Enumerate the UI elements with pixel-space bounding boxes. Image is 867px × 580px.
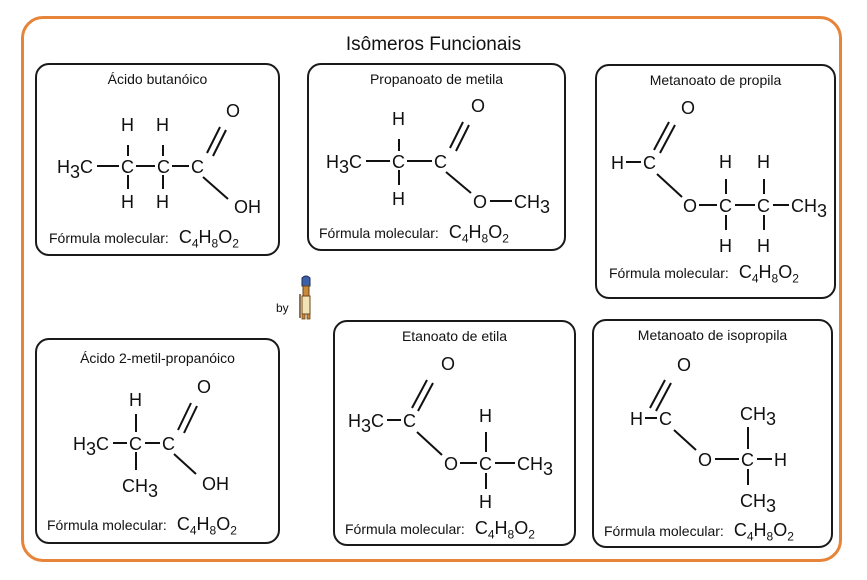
atom-o: O <box>471 96 485 116</box>
atom-c2: C <box>162 434 175 454</box>
atom-o: O <box>197 377 211 397</box>
formula-label: Fórmula molecular: <box>319 225 439 241</box>
card-acido-2-metil-propanoico: Ácido 2-metil-propanóico H3C C H CH3 C O… <box>35 338 280 544</box>
compound-name: Metanoato de isopropila <box>637 327 788 343</box>
card-metanoato-de-propila: Metanoato de propila O H C O C H H C H H… <box>595 64 836 299</box>
atom-h: H <box>630 409 643 429</box>
atom-h: H <box>156 192 169 212</box>
page-title: Isômeros Funcionais <box>345 34 522 55</box>
compound-name: Propanoato de metila <box>369 71 504 87</box>
atom-c2: C <box>157 157 170 177</box>
molecular-formula: Fórmula molecular: C4H8O2 <box>604 520 794 544</box>
formula-label: Fórmula molecular: <box>345 521 465 537</box>
atom-c1: C <box>121 157 134 177</box>
formula-value: C4H8O2 <box>474 518 535 542</box>
atom-h3c: H3C <box>326 152 362 177</box>
atom-h: H <box>121 192 134 212</box>
formula-value: C4H8O2 <box>448 222 509 246</box>
atom-o: O <box>681 98 695 118</box>
atom-ch3: CH3 <box>740 404 776 429</box>
atom-oh: OH <box>202 474 229 494</box>
compound-name: Ácido 2-metil-propanóico <box>80 350 235 366</box>
credit-text: by <box>276 301 289 315</box>
atom-h3c: H3C <box>57 157 93 182</box>
molecular-formula: Fórmula molecular: C4H8O2 <box>345 518 535 542</box>
atom-ch3: CH3 <box>122 476 158 501</box>
molecular-formula: Fórmula molecular: C4H8O2 <box>47 514 237 538</box>
formula-label: Fórmula molecular: <box>604 523 724 539</box>
atom-o: O <box>226 101 240 121</box>
atom-o: O <box>441 354 455 374</box>
formula-label: Fórmula molecular: <box>47 517 167 533</box>
card-etanoato-de-etila: Etanoato de etila O H3C C O C H H CH3 Fó… <box>333 320 576 546</box>
structure-propanoato-de-metila: H3C C H H C O O CH3 <box>326 96 550 217</box>
atom-ch3: CH3 <box>791 196 827 221</box>
formula-label: Fórmula molecular: <box>49 230 169 246</box>
atom-h: H <box>479 406 492 426</box>
atom-oh: OH <box>234 197 261 217</box>
atom-h: H <box>757 152 770 172</box>
structure-etanoato-de-etila: O H3C C O C H H CH3 <box>348 354 553 512</box>
atom-ch3: CH3 <box>514 192 550 217</box>
atom-c3: C <box>191 157 204 177</box>
molecular-formula: Fórmula molecular: C4H8O2 <box>609 262 799 286</box>
compound-name: Metanoato de propila <box>649 72 782 88</box>
compound-name: Ácido butanóico <box>107 71 208 87</box>
atom-h: H <box>392 189 405 209</box>
atom-h: H <box>156 115 169 135</box>
atom-h: H <box>757 236 770 256</box>
atom-o: O <box>473 192 487 212</box>
atom-o: O <box>698 450 712 470</box>
atom-c1: C <box>129 434 142 454</box>
structure-acido-butanoico: H3C C H H C H H C O OH <box>57 101 261 217</box>
formula-value: C4H8O2 <box>178 227 239 251</box>
egyptian-figure-icon <box>299 275 311 320</box>
atom-c: C <box>659 409 672 429</box>
atom-c1: C <box>479 454 492 474</box>
atom-o: O <box>683 196 697 216</box>
molecular-formula: Fórmula molecular: C4H8O2 <box>319 222 509 246</box>
atom-h3c: H3C <box>348 411 384 436</box>
structure-metanoato-de-propila: O H C O C H H C H H CH3 <box>611 98 827 256</box>
structure-metanoato-de-isopropila: O H C O C CH3 H CH3 <box>630 355 787 516</box>
atom-c: C <box>403 411 416 431</box>
atom-h: H <box>129 390 142 410</box>
atom-c1: C <box>392 152 405 172</box>
card-propanoato-de-metila: Propanoato de metila H3C C H H C O O CH3… <box>307 63 566 251</box>
compound-name: Etanoato de etila <box>401 328 508 344</box>
formula-value: C4H8O2 <box>733 520 794 544</box>
atom-h3c: H3C <box>73 434 109 459</box>
atom-o: O <box>444 454 458 474</box>
atom-c1: C <box>741 450 754 470</box>
atom-c1: C <box>719 196 732 216</box>
atom-h: H <box>121 115 134 135</box>
atom-h: H <box>611 153 624 173</box>
atom-c2: C <box>434 152 447 172</box>
molecular-formula: Fórmula molecular: C4H8O2 <box>49 227 239 251</box>
card-acido-butanoico: Ácido butanóico H3C C H H C H H C O OH F… <box>35 63 280 256</box>
atom-h: H <box>719 152 732 172</box>
atom-h: H <box>392 109 405 129</box>
atom-c2: C <box>757 196 770 216</box>
atom-h: H <box>774 450 787 470</box>
card-metanoato-de-isopropila: Metanoato de isopropila O H C O C CH3 H … <box>592 319 833 548</box>
formula-value: C4H8O2 <box>176 514 237 538</box>
atom-c: C <box>643 153 656 173</box>
formula-value: C4H8O2 <box>738 262 799 286</box>
formula-label: Fórmula molecular: <box>609 265 729 281</box>
structure-acido-2-metil-propanoico: H3C C H CH3 C O OH <box>73 377 229 501</box>
atom-ch3: CH3 <box>517 454 553 479</box>
atom-h: H <box>479 492 492 512</box>
atom-ch3: CH3 <box>740 491 776 516</box>
atom-o: O <box>677 355 691 375</box>
outer-frame <box>21 16 842 562</box>
atom-h: H <box>719 236 732 256</box>
